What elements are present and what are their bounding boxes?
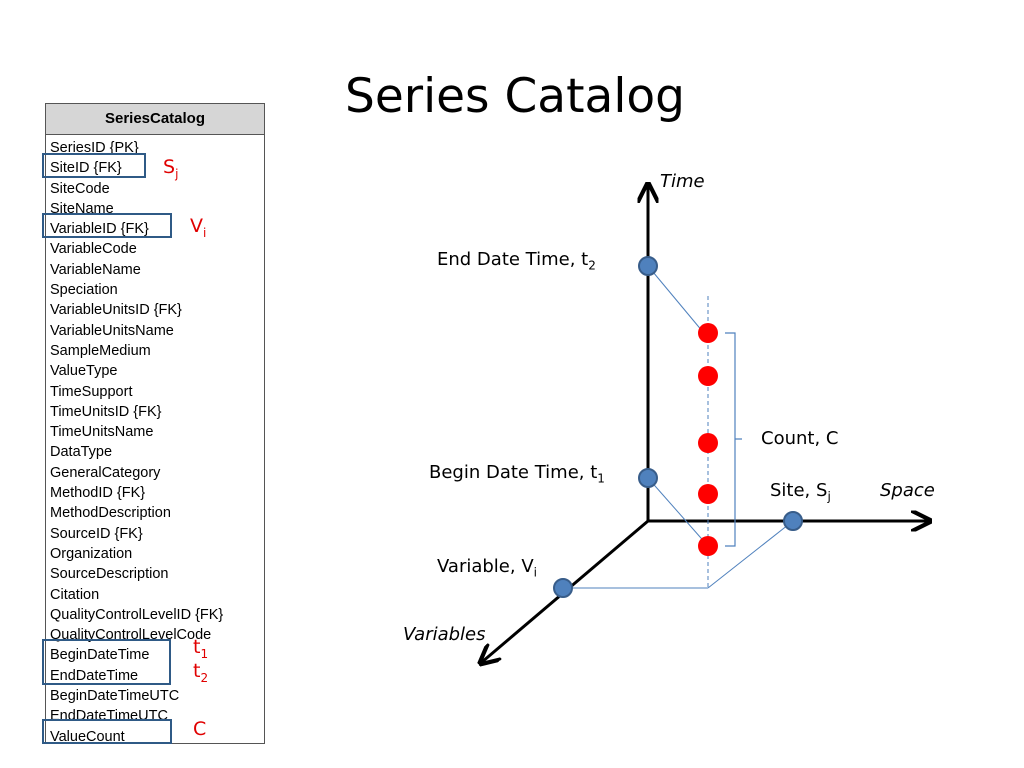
table-field-row: SourceID {FK} (50, 525, 143, 542)
site-point (783, 511, 803, 531)
slide-title: Series Catalog (345, 69, 685, 124)
table-header: SeriesCatalog (46, 104, 264, 135)
table-field-row: EndDateTime (50, 667, 139, 684)
variable-annotation: Vi (190, 215, 207, 240)
site-guide (707, 520, 794, 589)
count-label: Count, C (761, 428, 839, 449)
table-field-row: SiteCode (50, 180, 110, 197)
table-field-row: SeriesID {PK} (50, 140, 139, 156)
site-label: Site, Sj (770, 480, 831, 504)
end-time-guide (647, 265, 709, 339)
end-date-time-label: End Date Time, t2 (437, 249, 596, 273)
table-field-row: MethodDescription (50, 505, 171, 522)
table-field-row: BeginDateTimeUTC (50, 688, 180, 705)
value-point (698, 323, 718, 343)
variable-label: Variable, Vi (437, 556, 537, 580)
table-field-row: GeneralCategory (50, 464, 161, 481)
table-field-row: QualityControlLevelID {FK} (50, 606, 224, 623)
begin-date-time-label: Begin Date Time, t1 (429, 462, 605, 486)
table-field-row: BeginDateTime (50, 647, 150, 664)
table-field-row: SiteID {FK} (50, 160, 122, 177)
table-field-row: ValueType (50, 363, 118, 380)
begin-time-guide (647, 477, 709, 547)
table-field-row: MethodID {FK} (50, 485, 146, 502)
table-field-row: VariableUnitsName (50, 322, 174, 339)
table-field-row: SiteName (50, 200, 114, 217)
table-field-row: SourceDescription (50, 566, 169, 583)
time-axis-label: Time (660, 171, 705, 192)
table-field-row: VariableName (50, 261, 141, 278)
datetime-highlight-box (42, 639, 171, 685)
table-field-row: ValueCount (50, 728, 125, 745)
begin-time-annotation: t1 (193, 636, 209, 661)
begin-time-point (638, 468, 658, 488)
variableid-highlight-box (42, 213, 172, 238)
variables-axis-label: Variables (403, 624, 486, 645)
table-field-row: VariableUnitsID {FK} (50, 302, 182, 319)
valuecount-highlight-box (42, 719, 172, 744)
table-field-row: Organization (50, 545, 133, 562)
value-point (698, 484, 718, 504)
table-field-row: Citation (50, 586, 100, 603)
table-field-row: TimeUnitsID {FK} (50, 403, 162, 420)
site-annotation: Sj (163, 156, 179, 181)
table-field-row: DataType (50, 444, 113, 461)
count-bracket (725, 332, 742, 547)
variable-point (553, 578, 573, 598)
end-time-point (638, 256, 658, 276)
end-time-annotation: t2 (193, 660, 209, 685)
value-point (698, 366, 718, 386)
table-field-row: TimeSupport (50, 383, 133, 400)
count-annotation: C (193, 718, 207, 740)
space-axis-label: Space (880, 480, 935, 501)
table-field-row: VariableID {FK} (50, 221, 149, 238)
table-field-row: TimeUnitsName (50, 424, 154, 441)
siteid-highlight-box (42, 153, 146, 178)
table-field-row: Speciation (50, 282, 118, 299)
value-point (698, 536, 718, 556)
table-field-row: SampleMedium (50, 342, 151, 359)
value-point (698, 433, 718, 453)
table-field-row: VariableCode (50, 241, 137, 258)
